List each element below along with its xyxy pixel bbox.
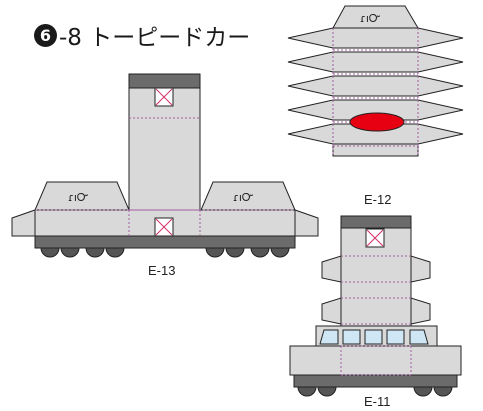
- e11-tab-l1: [321, 255, 342, 283]
- e11-wheels: [297, 386, 453, 397]
- title-text: -8 トーピードカー: [59, 25, 251, 51]
- e13-x-mark-bottom: [154, 217, 174, 237]
- label-e12: E-12: [364, 192, 392, 207]
- e13-x-mark-top: [154, 87, 174, 107]
- e13-tower-cap: [128, 73, 201, 89]
- part-e13: ɾıᏅ ɾıᏅ: [11, 73, 319, 258]
- e12-plates: [287, 27, 464, 157]
- e13-left-tab: [11, 209, 36, 237]
- e12-cab-script: ɾıᏅ: [360, 12, 381, 25]
- e11-windows: [319, 329, 429, 345]
- part-e12: ɾıᏅ: [287, 5, 464, 157]
- label-e13: E-13: [148, 263, 176, 278]
- e11-fold-lines: [340, 255, 412, 376]
- e11-x-mark: [365, 228, 385, 248]
- e12-fold-lines: [332, 28, 419, 156]
- part-e11: [289, 215, 462, 397]
- e12-red-marker: [349, 112, 405, 132]
- e13-left-cab-script: ɾıᏅ: [68, 191, 89, 204]
- e13-right-cab-script: ɾıᏅ: [233, 191, 254, 204]
- e11-tab-r2: [410, 297, 431, 325]
- e11-lower-body: [289, 345, 462, 376]
- page-title: 6 -8 トーピードカー: [34, 17, 250, 53]
- e13-fold-lines: [35, 117, 295, 236]
- e13-wheels: [40, 247, 290, 258]
- e11-tab-l2: [321, 297, 342, 325]
- e11-tab-r1: [410, 255, 431, 283]
- e13-right-tab: [294, 209, 319, 237]
- e11-frame: [293, 374, 458, 388]
- e13-frame: [34, 235, 296, 249]
- e11-cap: [340, 215, 412, 229]
- label-e11: E-11: [364, 394, 391, 409]
- step-number-badge: 6: [34, 23, 57, 47]
